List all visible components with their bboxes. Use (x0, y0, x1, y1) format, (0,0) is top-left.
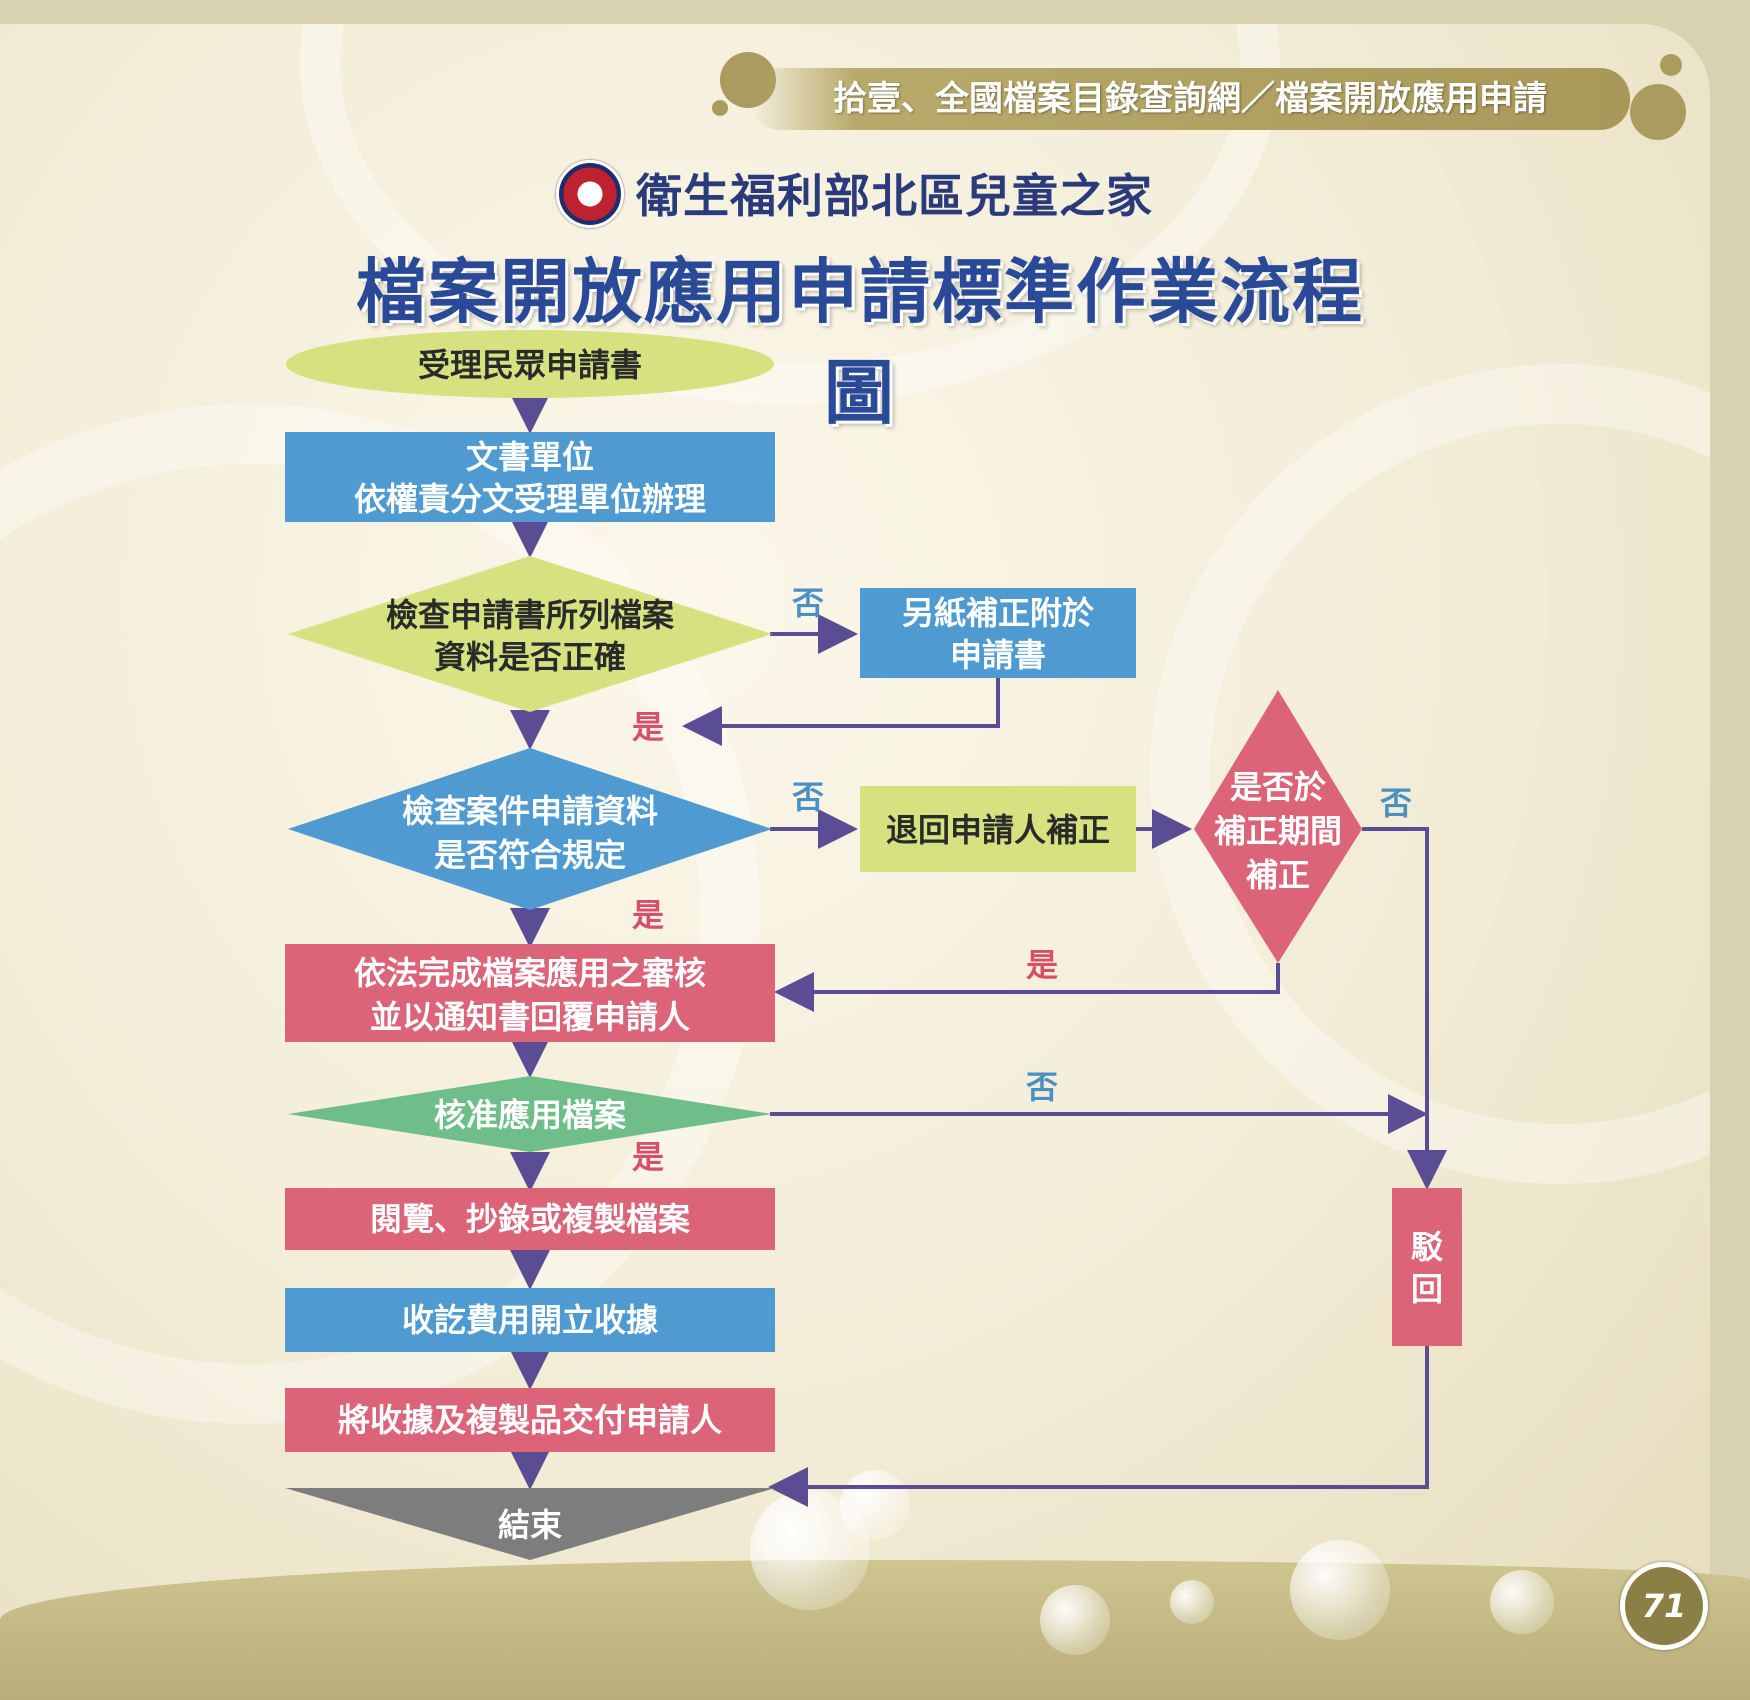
check2-label-1: 檢查案件申請資料 (402, 792, 658, 830)
no-label-deadline: 否 (1380, 784, 1412, 822)
review-node (285, 944, 775, 1042)
end-node (285, 1488, 775, 1560)
return-fix-label: 退回申請人補正 (886, 811, 1110, 849)
decor-bubble (1040, 1585, 1110, 1655)
decor-dot (1630, 84, 1686, 140)
dispatch-label-1: 文書單位 (466, 438, 594, 476)
no-label-check1: 否 (792, 584, 824, 622)
start-node (286, 330, 774, 398)
yes-label-approve: 是 (632, 1138, 664, 1176)
decor-bubble (1490, 1570, 1554, 1634)
no-label-check2: 否 (792, 778, 824, 816)
deadline-decision (1194, 690, 1362, 963)
deliver-node (285, 1388, 775, 1452)
review-label-1: 依法完成檔案應用之審核 (354, 954, 706, 992)
return-fix-node (860, 786, 1136, 872)
fix1-label-2: 申請書 (950, 636, 1046, 674)
decor-bubble (1290, 1540, 1390, 1640)
page-number: 71 (1620, 1562, 1708, 1650)
fee-node (285, 1288, 775, 1352)
org-logo (556, 160, 624, 228)
reject-label-2: 回 (1411, 1270, 1443, 1308)
view-copy-label: 閱覽、抄錄或複製檔案 (370, 1200, 691, 1238)
start-label: 受理民眾申請書 (418, 346, 642, 384)
approve-label: 核准應用檔案 (434, 1096, 627, 1134)
check1-decision (288, 556, 772, 712)
fee-label: 收訖費用開立收據 (402, 1301, 659, 1339)
review-label-2: 並以通知書回覆申請人 (370, 998, 690, 1036)
decor-bubble (840, 1470, 910, 1540)
dispatch-node (285, 432, 775, 522)
decor-dot (712, 100, 728, 116)
reject-label-1: 駁 (1411, 1228, 1443, 1266)
end-label: 結束 (498, 1506, 562, 1544)
check2-decision (288, 748, 772, 910)
page-title: 檔案開放應用申請標準作業流程圖 (356, 251, 1364, 434)
bottom-wave (0, 1560, 1750, 1700)
dispatch-label-2: 依權責分文受理單位辦理 (354, 480, 706, 518)
deadline-label-2: 補正期間 (1214, 812, 1342, 850)
no-label-approve: 否 (1026, 1068, 1058, 1106)
deliver-label: 將收據及複製品交付申請人 (338, 1401, 722, 1439)
deadline-label-3: 補正 (1246, 856, 1310, 894)
fix1-label-1: 另紙補正附於 (902, 594, 1094, 632)
deadline-label-1: 是否於 (1230, 768, 1326, 806)
decor-bubble (1170, 1580, 1214, 1624)
section-title: 拾壹、全國檔案目錄查詢網／檔案開放應用申請 (750, 68, 1630, 130)
org-name: 衛生福利部北區兒童之家 (636, 169, 1153, 223)
fix1-node (860, 588, 1136, 678)
reject-node (1392, 1188, 1462, 1346)
connectors (510, 394, 1447, 1507)
yes-label-check2: 是 (632, 896, 664, 934)
view-copy-node (285, 1188, 775, 1250)
yes-label-deadline: 是 (1026, 946, 1058, 984)
check2-label-2: 是否符合規定 (434, 836, 626, 874)
check1-label-2: 資料是否正確 (434, 638, 626, 676)
approve-decision (288, 1076, 772, 1152)
yes-label-check1: 是 (632, 708, 664, 746)
check1-label-1: 檢查申請書所列檔案 (386, 596, 675, 634)
decor-dot (1660, 54, 1682, 76)
